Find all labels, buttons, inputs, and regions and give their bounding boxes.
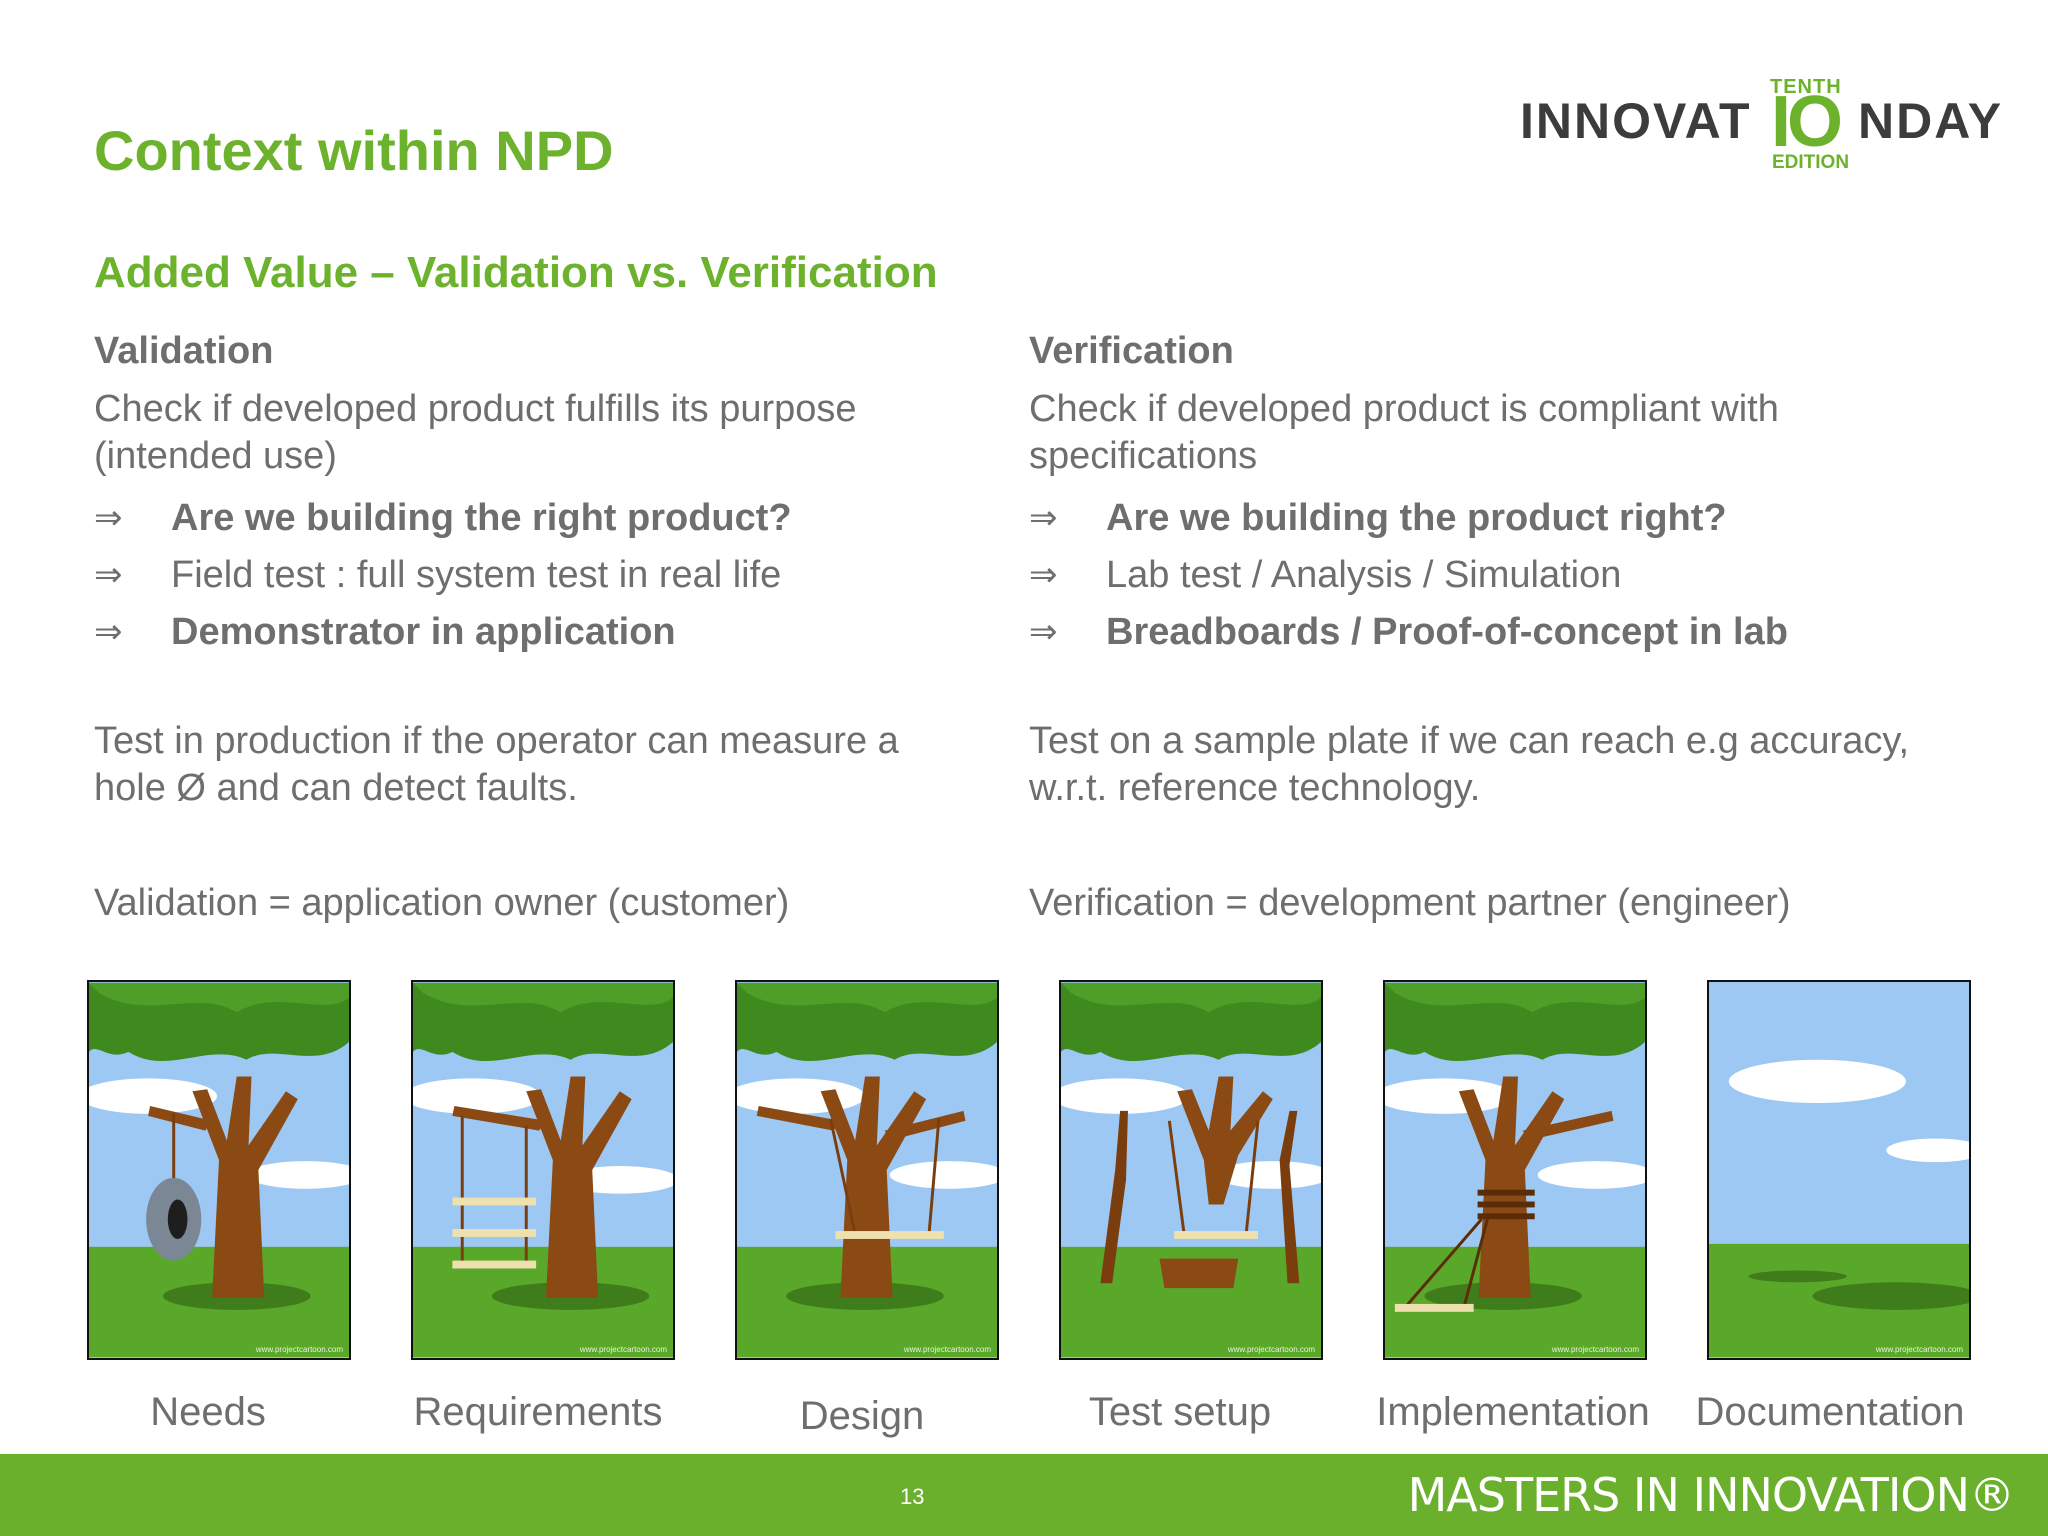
tree-with-swing-through-trunk-illustration [737,982,997,1358]
innovation-day-logo: TENTH INNOVAT IO NDAY EDITION [1520,72,2015,182]
logo-word-left: INNOVAT [1520,93,1752,149]
logo-number: IO [1771,82,1843,162]
panel-watermark: www.projectcartoon.com [579,1345,667,1354]
panel-caption: Implementation [1376,1390,1650,1434]
cartoon-panel-documentation: www.projectcartoon.com [1707,980,1971,1360]
implies-arrow-icon: ⇒ [94,499,123,537]
verification-bullet-text: Lab test / Analysis / Simulation [1106,554,1622,596]
validation-bullet: ⇒ Are we building the right product? [94,490,994,547]
panel-watermark: www.projectcartoon.com [1227,1345,1315,1354]
panel-watermark: www.projectcartoon.com [255,1345,343,1354]
validation-heading: Validation [94,330,274,372]
validation-description: Check if developed product fulfills its … [94,388,857,477]
logo-edition-text: EDITION [1772,152,1850,173]
implies-arrow-icon: ⇒ [1029,556,1058,594]
masters-in-innovation-logo: MASTERS IN INNOVATION® [1407,1468,2015,1522]
validation-example-line: Test in production if the operator can m… [94,720,899,762]
implies-arrow-icon: ⇒ [94,556,123,594]
panel-caption: Test setup [1088,1390,1272,1434]
tree-swing-cartoon-strip: www.projectcartoon.com Needs www.project… [0,980,2048,1438]
tree-propped-with-cut-trunk-swing-illustration [1061,982,1321,1358]
panel-caption: Requirements [413,1390,663,1434]
verification-bullet: ⇒ Breadboards / Proof-of-concept in lab [1029,604,1989,661]
validation-bullet-text: Field test : full system test in real li… [171,554,782,596]
verification-example-line: w.r.t. reference technology. [1029,767,1481,809]
validation-example-line: hole Ø and can detect faults. [94,767,578,809]
implies-arrow-icon: ⇒ [1029,499,1058,537]
tree-with-tire-swing-illustration [89,982,349,1358]
verification-bullet-text: Are we building the product right? [1106,497,1727,539]
cartoon-panel-test-setup: www.projectcartoon.com [1059,980,1323,1360]
slide-title: Context within NPD [94,119,614,182]
validation-owner: Validation = application owner (customer… [94,882,790,924]
verification-bullet-text: Breadboards / Proof-of-concept in lab [1106,611,1788,653]
verification-description: Check if developed product is compliant … [1029,388,1779,477]
cartoon-panel-requirements: www.projectcartoon.com [411,980,675,1360]
logo-tenth-text: TENTH [1770,76,1842,98]
validation-example: Test in production if the operator can m… [94,718,899,812]
cartoon-panel-needs: www.projectcartoon.com [87,980,351,1360]
verification-heading: Verification [1029,330,1234,372]
implies-arrow-icon: ⇒ [1029,613,1058,651]
verification-owner: Verification = development partner (engi… [1029,882,1791,924]
tree-with-rope-tied-around-trunk-illustration [1385,982,1645,1358]
panel-caption: Design [799,1394,925,1438]
panel-watermark: www.projectcartoon.com [903,1345,991,1354]
empty-sky-and-grass-illustration [1709,982,1969,1358]
verification-bullet: ⇒ Are we building the product right? [1029,490,1989,547]
panel-caption: Needs [150,1390,266,1434]
validation-bullet-text: Demonstrator in application [171,611,676,653]
slide-subtitle: Added Value – Validation vs. Verificatio… [94,248,938,297]
implies-arrow-icon: ⇒ [94,613,123,651]
footer-bar: 13 MASTERS IN INNOVATION® [0,1454,2048,1536]
validation-bullet: ⇒ Demonstrator in application [94,604,994,661]
page-number: 13 [900,1484,925,1509]
verification-bullet: ⇒ Lab test / Analysis / Simulation [1029,547,1989,604]
panel-caption: Documentation [1695,1390,1965,1434]
panel-watermark: www.projectcartoon.com [1551,1345,1639,1354]
verification-example: Test on a sample plate if we can reach e… [1029,718,1909,812]
cartoon-panel-design: www.projectcartoon.com [735,980,999,1360]
tree-with-triple-seat-swing-illustration [413,982,673,1358]
validation-bullet: ⇒ Field test : full system test in real … [94,547,994,604]
verification-column: Verification Check if developed product … [1029,330,1989,924]
cartoon-panel-implementation: www.projectcartoon.com [1383,980,1647,1360]
panel-watermark: www.projectcartoon.com [1875,1345,1963,1354]
logo-word-right: NDAY [1858,93,2004,149]
validation-bullet-text: Are we building the right product? [171,497,792,539]
validation-column: Validation Check if developed product fu… [94,330,994,924]
verification-example-line: Test on a sample plate if we can reach e… [1029,720,1910,762]
